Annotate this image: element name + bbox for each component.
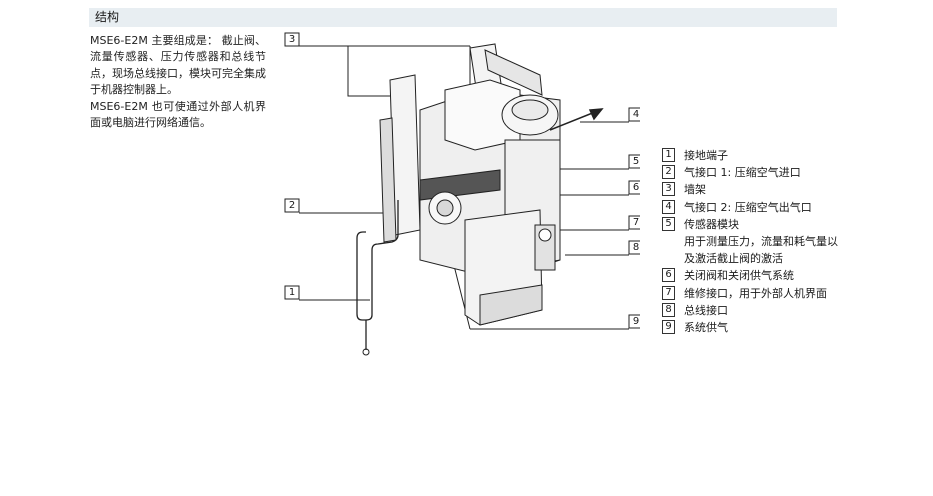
legend-item: 5 传感器模块 [662, 216, 842, 233]
legend-num: 4 [662, 199, 675, 214]
device-figure [280, 30, 644, 364]
legend-num: 7 [662, 285, 675, 300]
legend-text: 接地端子 [684, 149, 728, 162]
callout-num-8: 8 [632, 242, 640, 253]
legend-item: 1 接地端子 [662, 147, 842, 164]
legend-num: 1 [662, 148, 675, 162]
callout-num-2: 2 [288, 200, 296, 211]
legend-subtext: 用于测量压力，流量和耗气量以及激活截止阀的激活 [684, 235, 838, 266]
legend-text: 维修接口，用于外部人机界面 [684, 286, 827, 300]
legend-num: 2 [662, 165, 675, 180]
device-diagram [284, 32, 644, 356]
callout-num-6: 6 [632, 182, 640, 193]
section-header: 结构 [89, 8, 837, 27]
legend-item: 6 关闭阀和关闭供气系统 [662, 267, 842, 284]
legend-text: 气接口 1: 压缩空气进口 [684, 166, 801, 180]
callout-box-2 [284, 198, 300, 213]
legend-item: 8 总线接口 [662, 302, 842, 319]
legend-num: 9 [662, 320, 675, 335]
legend-text: 气接口 2: 压缩空气出气口 [684, 200, 812, 214]
legend-item: 4 气接口 2: 压缩空气出气口 [662, 199, 842, 216]
legend-num: 6 [662, 268, 675, 283]
legend-list: 1 接地端子 2 气接口 1: 压缩空气进口 3 墙架 4 气接口 2: 压缩空… [662, 147, 842, 336]
legend-item: 9 系统供气 [662, 319, 842, 336]
intro-paragraph-1: MSE6-E2M 主要组成是： 截止阀、流量传感器、压力传感器和总线节点，现场总… [90, 34, 266, 97]
callout-num-4: 4 [632, 109, 640, 120]
intro-paragraph-2: MSE6-E2M 也可使通过外部人机界面或电脑进行网络通信。 [90, 99, 266, 130]
legend-num: 8 [662, 302, 675, 317]
callout-num-7: 7 [632, 217, 640, 228]
legend-item: 7 维修接口，用于外部人机界面 [662, 285, 842, 302]
callout-num-5: 5 [632, 156, 640, 167]
section-title: 结构 [95, 10, 120, 24]
legend-text: 关闭阀和关闭供气系统 [684, 269, 794, 283]
callout-box-3 [284, 32, 300, 47]
callout-box-1 [284, 285, 300, 300]
legend-item: 3 墙架 [662, 181, 842, 198]
legend-num: 3 [662, 182, 675, 197]
callout-num-1: 1 [288, 287, 296, 298]
intro-text: MSE6-E2M 主要组成是： 截止阀、流量传感器、压力传感器和总线节点，现场总… [90, 33, 266, 131]
legend-text: 传感器模块 [684, 217, 739, 231]
callout-num-9: 9 [632, 316, 640, 327]
legend-text: 系统供气 [684, 321, 728, 335]
legend-text: 总线接口 [684, 303, 728, 317]
legend-num: 5 [662, 216, 675, 231]
legend-item: 2 气接口 1: 压缩空气进口 [662, 164, 842, 181]
legend-text: 墙架 [684, 183, 706, 197]
callout-num-3: 3 [288, 34, 296, 45]
